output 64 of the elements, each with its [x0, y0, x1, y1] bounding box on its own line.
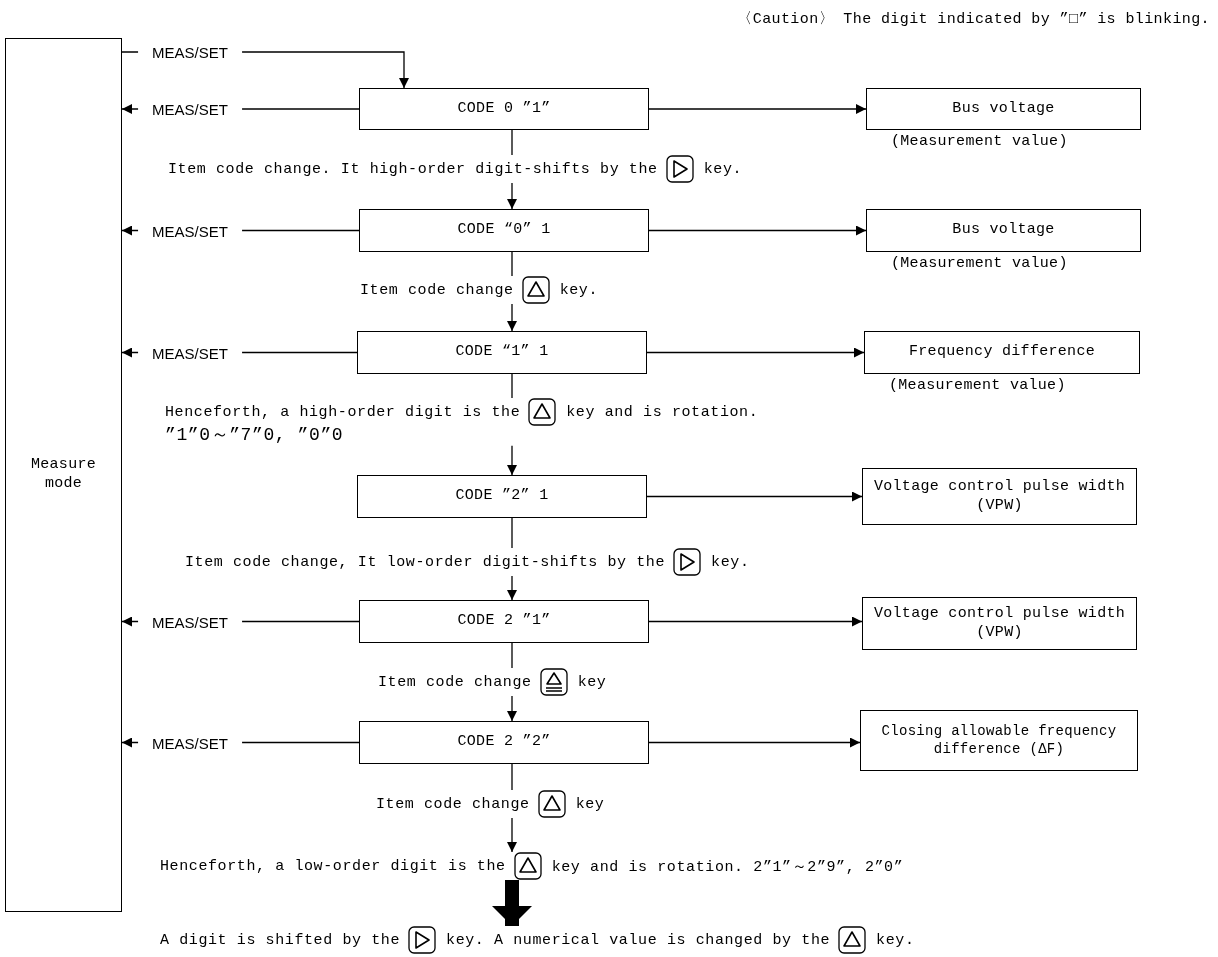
box-label: Bus voltage: [952, 99, 1055, 119]
box-label: Voltage control pulse width (VPW): [872, 604, 1127, 643]
connector-line: [511, 373, 513, 399]
arrow: [507, 303, 517, 332]
process-box: [357, 475, 647, 518]
process-box: [359, 721, 649, 764]
box-label: CODE 2 ”2”: [457, 733, 551, 752]
caution-note: 〈Caution〉 The digit indicated by ”□” is blinking.: [737, 10, 1210, 28]
arrow: [646, 347, 865, 358]
block-arrow: [492, 880, 532, 926]
instruction-text: Item code change. It high-order digit-shifts by the: [168, 160, 658, 178]
instruction-text: key.: [711, 553, 750, 571]
instruction-text: key.: [559, 281, 599, 299]
arrow: [507, 445, 517, 476]
box-label: CODE ”2” 1: [455, 487, 549, 506]
instruction-text: key and is rotation.: [566, 403, 759, 421]
instruction-text: Henceforth, a high-order digit is the: [165, 403, 521, 421]
connector-line: [511, 129, 513, 156]
box-label: Bus voltage: [952, 221, 1055, 240]
box-label: CODE “0” 1: [457, 221, 551, 240]
box-label: CODE “1” 1: [455, 343, 549, 362]
process-box: [359, 600, 649, 643]
box-label: Voltage control pulse width (VPW): [872, 477, 1127, 516]
instruction-text: A digit is shifted by the: [160, 931, 401, 949]
arrow: [507, 817, 517, 853]
box-label: Measure mode: [29, 456, 98, 494]
connector-line: [511, 251, 513, 277]
process-box: [862, 597, 1137, 650]
instruction-text: key. A numerical value is changed by the: [446, 931, 831, 949]
arrow: [507, 695, 517, 722]
process-box: [357, 331, 647, 374]
process-box: [359, 88, 649, 130]
box-note: (Measurement value): [889, 377, 1066, 396]
box-note: (Measurement value): [891, 133, 1068, 152]
instruction-text: Item code change: [360, 281, 514, 299]
instruction-text: Item code change, It low-order digit-shifts by the: [185, 553, 666, 571]
instruction-text: ”1”0～”7”0, ”0”0: [165, 426, 345, 446]
instruction-text: key: [577, 673, 607, 691]
connector-line: [511, 517, 513, 549]
instruction-text: key and is rotation. 2”1”～2”9”, 2”0”: [551, 857, 904, 876]
mode-box: [5, 38, 122, 912]
connector-line: [511, 763, 513, 791]
instruction-text: Henceforth, a low-order digit is the: [160, 857, 506, 875]
instruction-text: key.: [876, 931, 915, 949]
arrow: [648, 225, 867, 236]
arrow: [646, 491, 863, 502]
instruction-text: Item code change: [378, 673, 532, 691]
box-label: Frequency difference: [909, 343, 1095, 362]
process-box: [862, 468, 1137, 525]
arrow: [648, 737, 861, 748]
arrow: [507, 182, 517, 210]
box-label: CODE 2 ”1”: [457, 612, 551, 631]
box-label: Closing allowable frequency difference (ΔF): [880, 723, 1118, 758]
box-label: CODE 0 ”1”: [457, 99, 551, 119]
arrow: [648, 104, 867, 114]
instruction-text: key.: [703, 160, 743, 178]
arrow: [648, 616, 863, 627]
box-note: (Measurement value): [891, 255, 1068, 274]
connector-line: [511, 642, 513, 669]
process-box: [860, 710, 1138, 771]
arrow: [507, 575, 517, 601]
instruction-text: key: [575, 795, 605, 813]
instruction-text: Item code change: [376, 795, 530, 813]
process-box: [359, 209, 649, 252]
